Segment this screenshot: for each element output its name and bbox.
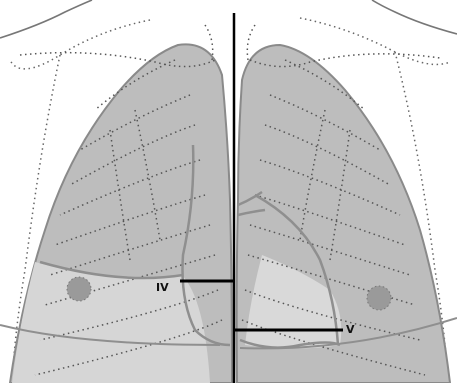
label-v: V: [346, 324, 355, 335]
shoulder-outline-left: [0, 0, 92, 38]
left-nodule: [67, 277, 91, 301]
clavicle-dotted: [20, 25, 440, 67]
label-iv: IV: [156, 282, 169, 293]
right-nodule: [367, 286, 391, 310]
shoulder-outline-right: [372, 0, 457, 34]
